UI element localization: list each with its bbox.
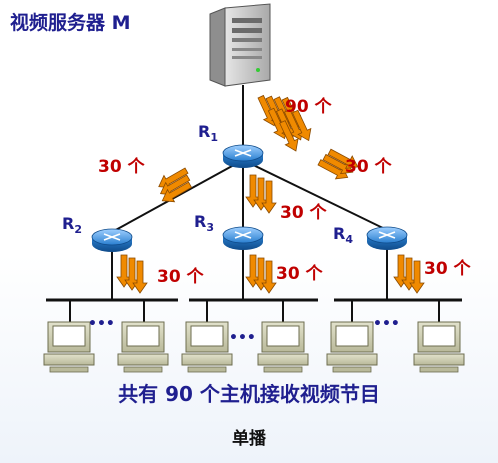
router-icon-r1 bbox=[222, 144, 264, 168]
flow-label-r2-lan: 30 个 bbox=[157, 267, 204, 287]
host-ellipsis-2: ••• bbox=[229, 330, 256, 346]
flow-label-r3-lan: 30 个 bbox=[276, 264, 323, 284]
arrow-bundle-r3-lan bbox=[245, 254, 277, 294]
router-label-r4: R4 bbox=[333, 224, 353, 247]
arrow-bundle-r4-lan bbox=[393, 254, 425, 294]
router-label-r2: R2 bbox=[62, 214, 82, 237]
host-computer-icon bbox=[413, 321, 465, 373]
link-r1-r2 bbox=[111, 159, 244, 233]
links bbox=[111, 85, 388, 300]
host-drops bbox=[69, 300, 440, 322]
host-computer-icon bbox=[326, 321, 378, 373]
router-icon-r3 bbox=[222, 226, 264, 250]
router-icon-r4 bbox=[366, 226, 408, 250]
flow-label-r1-r2: 30 个 bbox=[98, 157, 145, 177]
flow-label-r4-lan: 30 个 bbox=[424, 259, 471, 279]
host-computer-icon bbox=[181, 321, 233, 373]
arrow-bundle-r2-lan bbox=[116, 254, 148, 294]
flow-label-r1-r4: 30 个 bbox=[345, 157, 392, 177]
flow-label-server-r1: 90 个 bbox=[285, 97, 332, 117]
router-label-r1: R1 bbox=[198, 122, 218, 145]
link-r1-r4 bbox=[242, 159, 388, 231]
subcaption: 单播 bbox=[232, 429, 266, 449]
arrow-bundle-r1-r2 bbox=[154, 164, 194, 208]
host-ellipsis-1: ••• bbox=[88, 316, 115, 332]
router-label-r3: R3 bbox=[194, 212, 214, 235]
server-label: 视频服务器 M bbox=[10, 12, 131, 34]
host-computer-icon bbox=[117, 321, 169, 373]
host-ellipsis-3: ••• bbox=[373, 316, 400, 332]
arrow-bundle-r1-r3 bbox=[245, 174, 277, 214]
server-icon bbox=[209, 3, 271, 87]
router-icon-r2 bbox=[91, 228, 133, 252]
caption: 共有 90 个主机接收视频节目 bbox=[118, 382, 380, 406]
host-computer-icon bbox=[43, 321, 95, 373]
host-computer-icon bbox=[257, 321, 309, 373]
flow-label-r1-r3: 30 个 bbox=[280, 203, 327, 223]
